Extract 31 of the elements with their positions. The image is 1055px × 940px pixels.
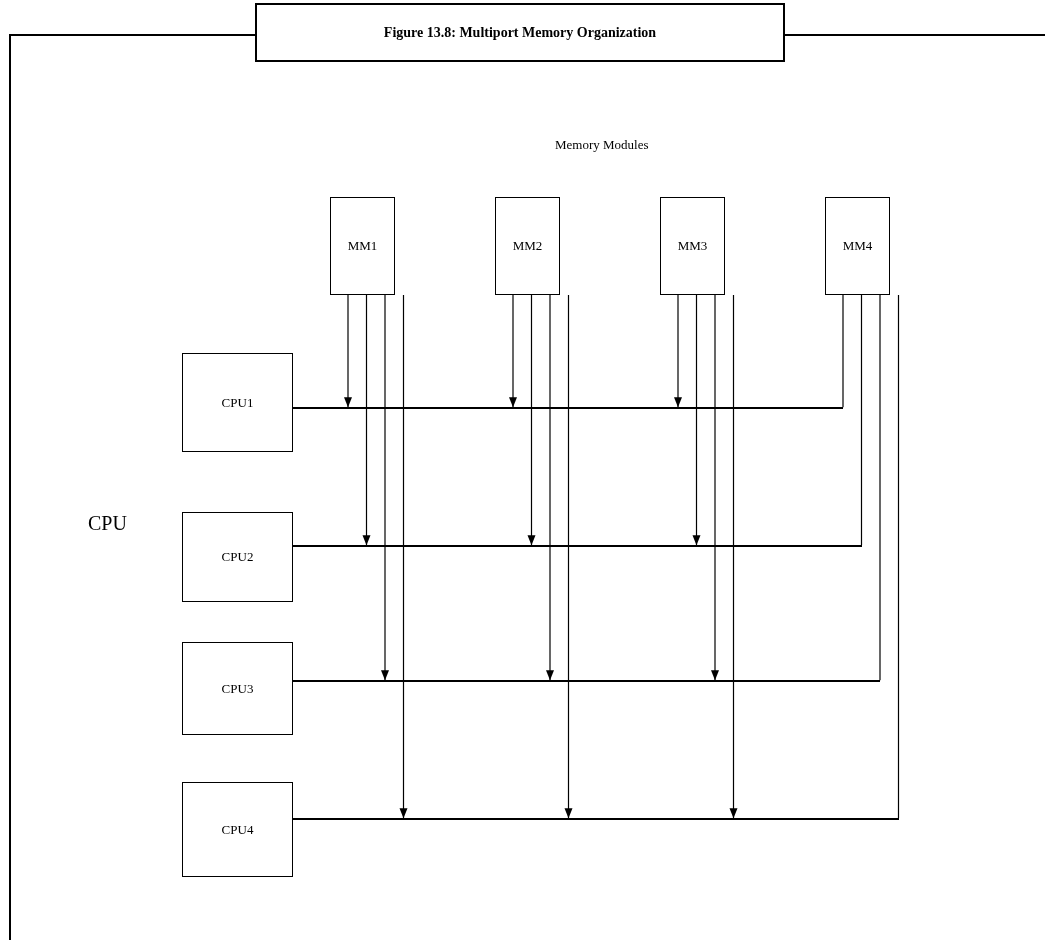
bus-line — [293, 818, 899, 820]
connector-arrow — [399, 294, 408, 819]
group-label: Memory Modules — [555, 137, 649, 153]
connector-arrow — [344, 294, 352, 408]
bus-line — [293, 407, 843, 409]
memory-box: MM1 — [330, 197, 395, 295]
cpu-box: CPU3 — [182, 642, 293, 735]
connector-arrow — [729, 294, 738, 819]
bus-line — [293, 545, 862, 547]
connector-line — [860, 294, 863, 546]
memory-box: MM3 — [660, 197, 725, 295]
bus-line — [293, 680, 880, 682]
cpu-box: CPU1 — [182, 353, 293, 452]
connector-arrow — [564, 294, 573, 819]
connector-line — [897, 294, 900, 819]
connector-line — [842, 294, 844, 408]
connector-arrow — [381, 294, 389, 681]
connector-line — [879, 294, 881, 681]
connector-arrow — [692, 294, 701, 546]
connector-arrow — [362, 294, 371, 546]
group-label: CPU — [88, 512, 127, 535]
cpu-box: CPU4 — [182, 782, 293, 877]
figure-title: Figure 13.8: Multiport Memory Organization — [255, 3, 785, 62]
connector-arrow — [546, 294, 554, 681]
cpu-box: CPU2 — [182, 512, 293, 602]
connector-arrow — [674, 294, 682, 408]
connector-arrow — [527, 294, 536, 546]
connector-arrow — [711, 294, 719, 681]
memory-box: MM2 — [495, 197, 560, 295]
connector-arrow — [509, 294, 517, 408]
memory-box: MM4 — [825, 197, 890, 295]
